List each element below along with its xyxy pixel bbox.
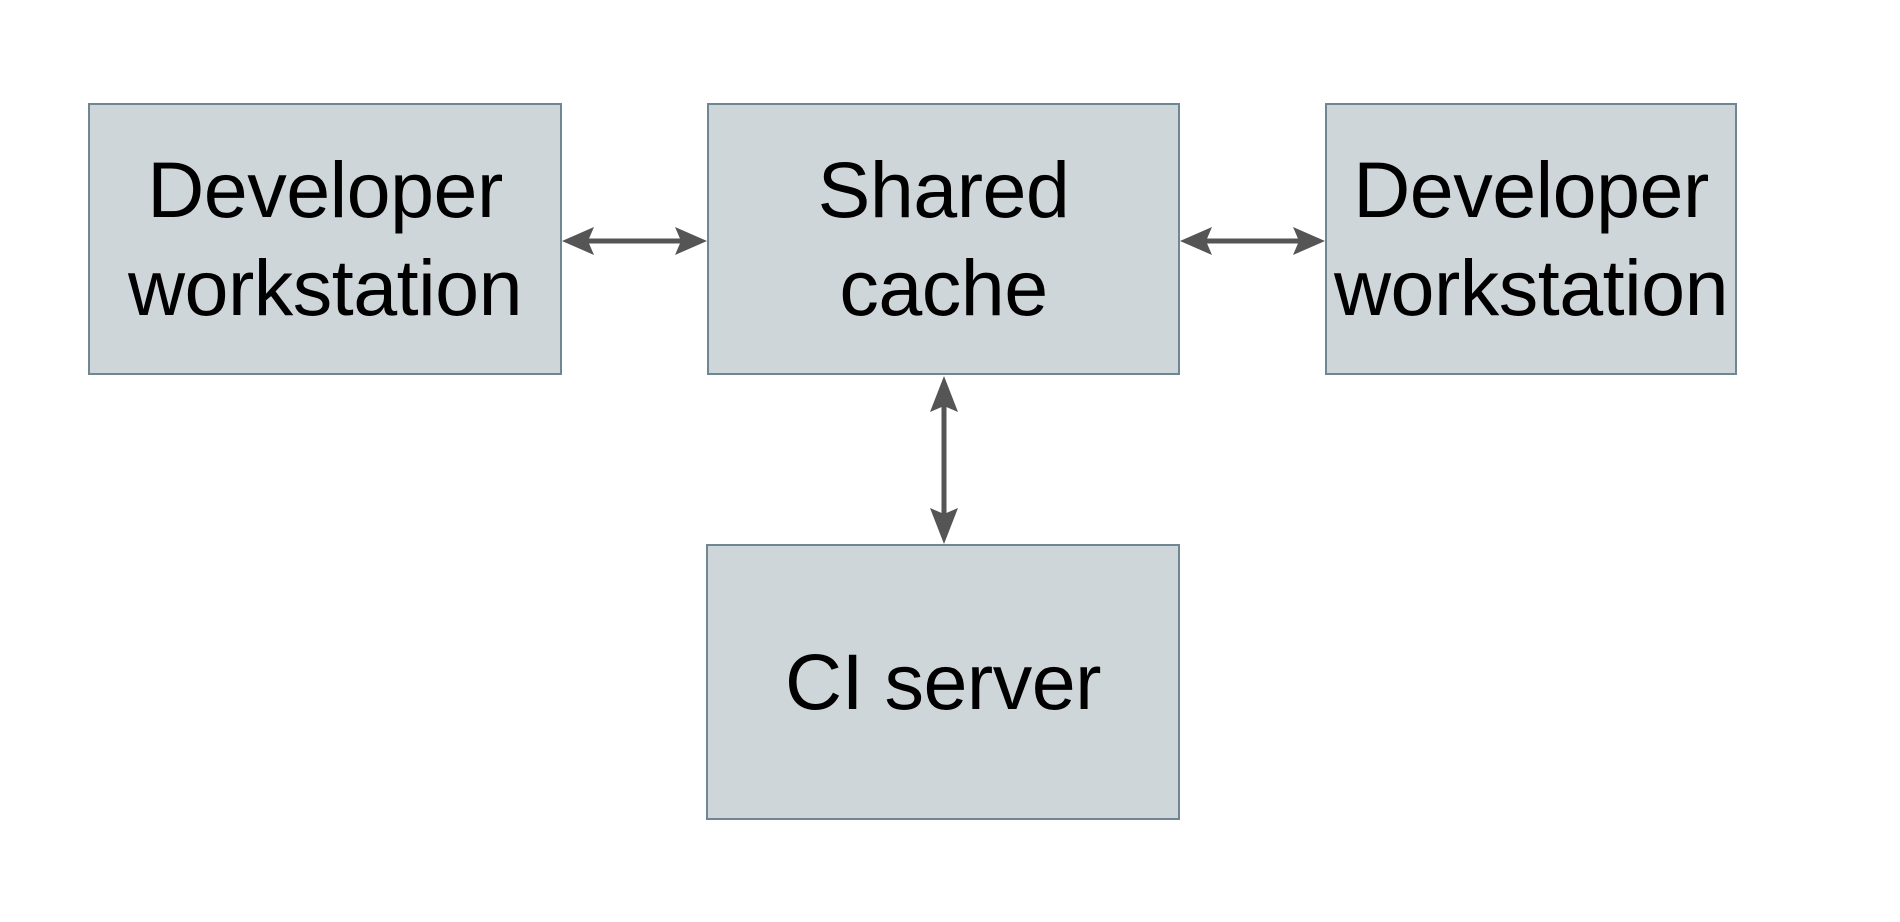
node-label: Shared cache <box>817 145 1070 332</box>
node-label: CI server <box>785 637 1101 726</box>
node-developer-workstation-right[interactable]: Developer workstation <box>1325 103 1737 375</box>
node-shared-cache[interactable]: Shared cache <box>707 103 1180 375</box>
node-ci-server[interactable]: CI server <box>706 544 1180 820</box>
connector-developer-workstation-left-to-shared-cache <box>560 219 709 263</box>
connector-shared-cache-to-developer-workstation-right <box>1178 219 1327 263</box>
node-label: Developer workstation <box>127 145 523 332</box>
double-arrow-horizontal-icon <box>1180 227 1325 255</box>
double-arrow-horizontal-icon <box>562 227 707 255</box>
connector-shared-cache-to-ci-server <box>922 374 966 546</box>
double-arrow-vertical-icon <box>930 376 958 544</box>
node-developer-workstation-left[interactable]: Developer workstation <box>88 103 562 375</box>
node-label: Developer workstation <box>1333 145 1729 332</box>
